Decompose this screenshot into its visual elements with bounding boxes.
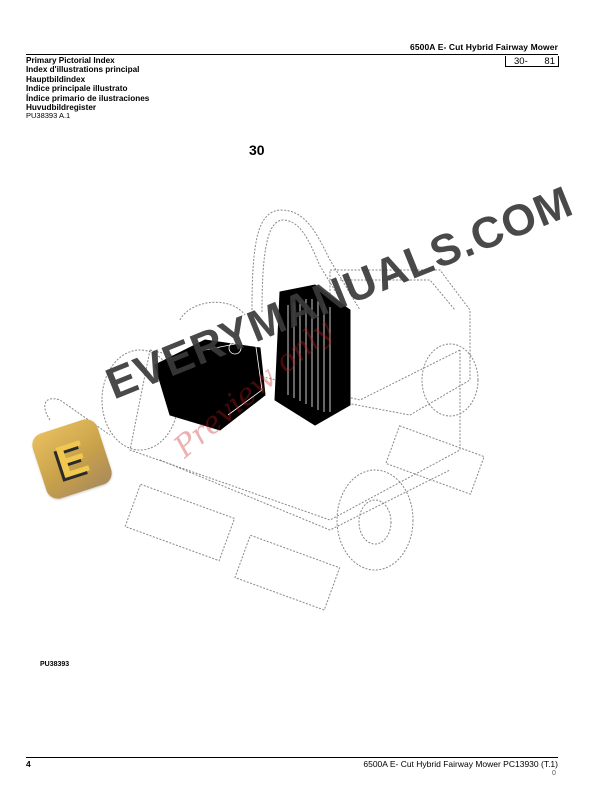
mower-illustration <box>44 209 485 611</box>
index-title-list: Primary Pictorial Index Index d'illustra… <box>26 56 149 112</box>
page-number: 4 <box>26 759 31 769</box>
section-number: 30 <box>249 142 265 158</box>
index-title-sv: Huvudbildregister <box>26 103 97 113</box>
footer-mark: 0 <box>552 770 556 777</box>
footer-divider <box>26 757 558 758</box>
footer-text: 6500A E- Cut Hybrid Fairway Mower PC1393… <box>363 759 558 769</box>
index-title-en: Primary Pictorial Index <box>26 56 115 65</box>
section-ref: 30- <box>514 56 528 67</box>
page-ref: 81 <box>544 56 555 67</box>
index-title-it: Indice principale illustrato <box>26 84 128 94</box>
index-title-fr: Index d'illustrations principal <box>26 65 140 75</box>
page-reference-box: 30- 81 <box>505 56 559 67</box>
index-title-de: Hauptbildindex <box>26 74 86 84</box>
header-divider <box>26 54 558 55</box>
index-title-es: Índice primario de ilustraciones <box>26 93 150 103</box>
figure-id: PU38393 <box>40 661 70 668</box>
document-title: 6500A E- Cut Hybrid Fairway Mower <box>410 42 558 52</box>
illustration-reference: PU38393 A.1 <box>26 111 71 120</box>
